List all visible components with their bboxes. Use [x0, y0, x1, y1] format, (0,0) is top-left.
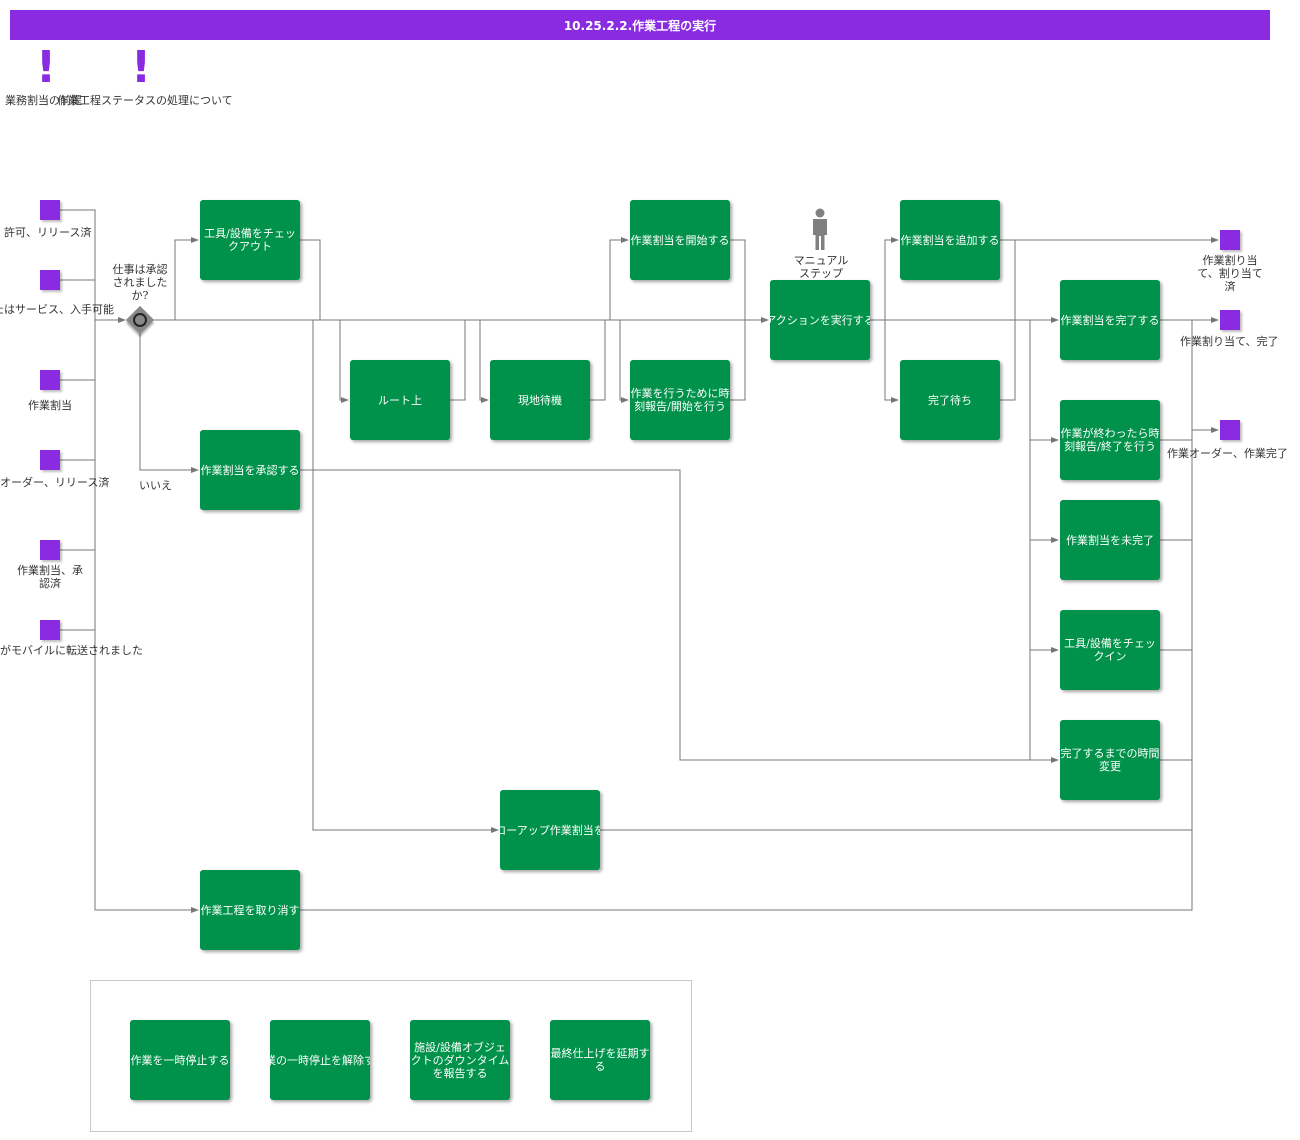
task-change-time[interactable]: 完了するまでの時間変更 [1060, 720, 1160, 800]
task-label: 完了するまでの時間変更 [1060, 747, 1160, 773]
task-label: 作業を一時停止する [130, 1053, 230, 1067]
end-event-label: 作業オーダー、作業完了 [1167, 447, 1288, 460]
ad-hoc-task-group [90, 980, 692, 1132]
gateway-label: 仕事は承認されましたか? [112, 263, 168, 302]
end-event-label: 作業割り当て、割り当て済 [1197, 254, 1263, 293]
task-label: 完了待ち [928, 393, 972, 407]
task-on-route[interactable]: ルート上 [350, 360, 450, 440]
start-event-label: 許可、リリース済 [4, 226, 92, 239]
task-label: アクションを実行する [770, 313, 870, 327]
start-event[interactable] [40, 200, 60, 220]
task-label: 工具/設備をチェックアウト [204, 227, 296, 253]
task-time-report-start[interactable]: 作業を行うために時刻報告/開始を行う [630, 360, 730, 440]
task-label: フォローアップ作業割当を取る [500, 823, 600, 837]
task-label: 工具/設備をチェックイン [1064, 637, 1156, 663]
task-pause[interactable]: 作業を一時停止する [130, 1020, 230, 1100]
end-event[interactable] [1220, 420, 1240, 440]
manual-step-label: マニュアルステップ [793, 254, 849, 280]
task-label: 作業の一時停止を解除する [270, 1053, 370, 1067]
start-event-label: 作業割当 [28, 399, 72, 412]
task-label: 作業割当を開始する [630, 233, 730, 247]
task-incomplete[interactable]: 作業割当を未完了 [1060, 500, 1160, 580]
start-event[interactable] [40, 620, 60, 640]
task-label: 作業割当を追加する [900, 233, 1000, 247]
end-event-label: 作業割り当て、完了 [1180, 335, 1279, 348]
person-icon [813, 208, 827, 250]
start-event-label: 作業オーダー、リリース済 [0, 476, 110, 489]
start-event-label: 作業割当、承認済 [17, 564, 83, 590]
start-event[interactable] [40, 370, 60, 390]
start-event[interactable] [40, 450, 60, 470]
task-postpone[interactable]: 最終仕上げを延期する [550, 1020, 650, 1100]
task-checkin[interactable]: 工具/設備をチェックイン [1060, 610, 1160, 690]
start-event[interactable] [40, 270, 60, 290]
task-label: 作業工程を取り消す [200, 903, 300, 917]
task-exec-action[interactable]: アクションを実行する [770, 280, 870, 360]
task-approve[interactable]: 作業割当を承認する [200, 430, 300, 510]
task-report-downtime[interactable]: 施設/設備オブジェクトのダウンタイムを報告する [410, 1020, 510, 1100]
gateway-circle-icon [133, 313, 147, 327]
gateway-no-label: いいえ [139, 479, 172, 492]
start-event-label: 製品またはサービス、入手可能 [0, 303, 114, 316]
task-label: 作業を行うために時刻報告/開始を行う [630, 387, 730, 413]
note-label: 作業工程ステータスの処理について [57, 94, 233, 107]
task-followup[interactable]: フォローアップ作業割当を取る [500, 790, 600, 870]
task-label: 作業割当を未完了 [1066, 533, 1154, 547]
task-onsite-wait[interactable]: 現地待機 [490, 360, 590, 440]
exclamation-icon[interactable]: ! [36, 42, 57, 93]
task-checkout[interactable]: 工具/設備をチェックアウト [200, 200, 300, 280]
task-complete[interactable]: 作業割当を完了する [1060, 280, 1160, 360]
task-unpause[interactable]: 作業の一時停止を解除する [270, 1020, 370, 1100]
exclamation-icon[interactable]: ! [131, 42, 152, 93]
start-event[interactable] [40, 540, 60, 560]
task-label: ルート上 [378, 393, 422, 407]
task-start[interactable]: 作業割当を開始する [630, 200, 730, 280]
end-event[interactable] [1220, 230, 1240, 250]
task-label: 作業割当を承認する [200, 463, 300, 477]
task-add[interactable]: 作業割当を追加する [900, 200, 1000, 280]
task-label: 現地待機 [518, 393, 562, 407]
task-label: 作業割当を完了する [1060, 313, 1160, 327]
task-label: 最終仕上げを延期する [550, 1047, 650, 1073]
task-label: 作業が終わったら時刻報告/終了を行う [1060, 427, 1160, 453]
start-event-label: 作業割当がモバイルに転送されました [0, 644, 143, 657]
note-label: 業務割当の前提 [5, 94, 82, 107]
end-event[interactable] [1220, 310, 1240, 330]
task-label: 施設/設備オブジェクトのダウンタイムを報告する [410, 1040, 510, 1080]
task-cancel[interactable]: 作業工程を取り消す [200, 870, 300, 950]
task-wait-complete[interactable]: 完了待ち [900, 360, 1000, 440]
page-title: 10.25.2.2.作業工程の実行 [10, 10, 1270, 40]
task-time-report-end[interactable]: 作業が終わったら時刻報告/終了を行う [1060, 400, 1160, 480]
page-title-text: 10.25.2.2.作業工程の実行 [563, 18, 717, 33]
